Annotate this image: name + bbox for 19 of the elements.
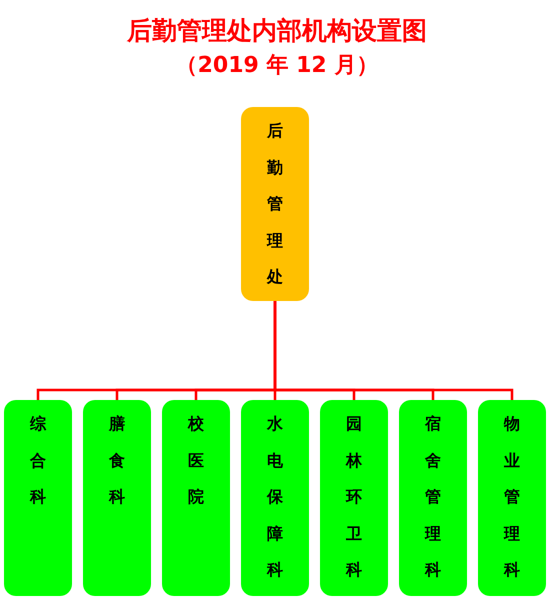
department-box [241, 107, 309, 301]
title: 后勤管理处内部机构设置图 [126, 15, 428, 47]
connector-line [274, 301, 514, 400]
section-box [320, 400, 388, 596]
node-label: 校医院 [188, 413, 204, 508]
node-label: 水电保障科 [267, 413, 283, 581]
node-label: 综合科 [30, 413, 46, 508]
section-box [478, 400, 546, 596]
section-box [83, 400, 151, 596]
node-label: 后勤管理处 [267, 120, 283, 288]
section-box [4, 400, 72, 596]
section-box [399, 400, 467, 596]
section-box [162, 400, 230, 596]
node-label: 物业管理科 [504, 413, 520, 581]
subtitle: （2019 年 12 月） [174, 52, 380, 80]
node-label: 园林环卫科 [346, 413, 362, 581]
section-box [241, 400, 309, 596]
node-label: 膳食科 [109, 413, 125, 508]
node-label: 宿舍管理科 [425, 413, 441, 581]
